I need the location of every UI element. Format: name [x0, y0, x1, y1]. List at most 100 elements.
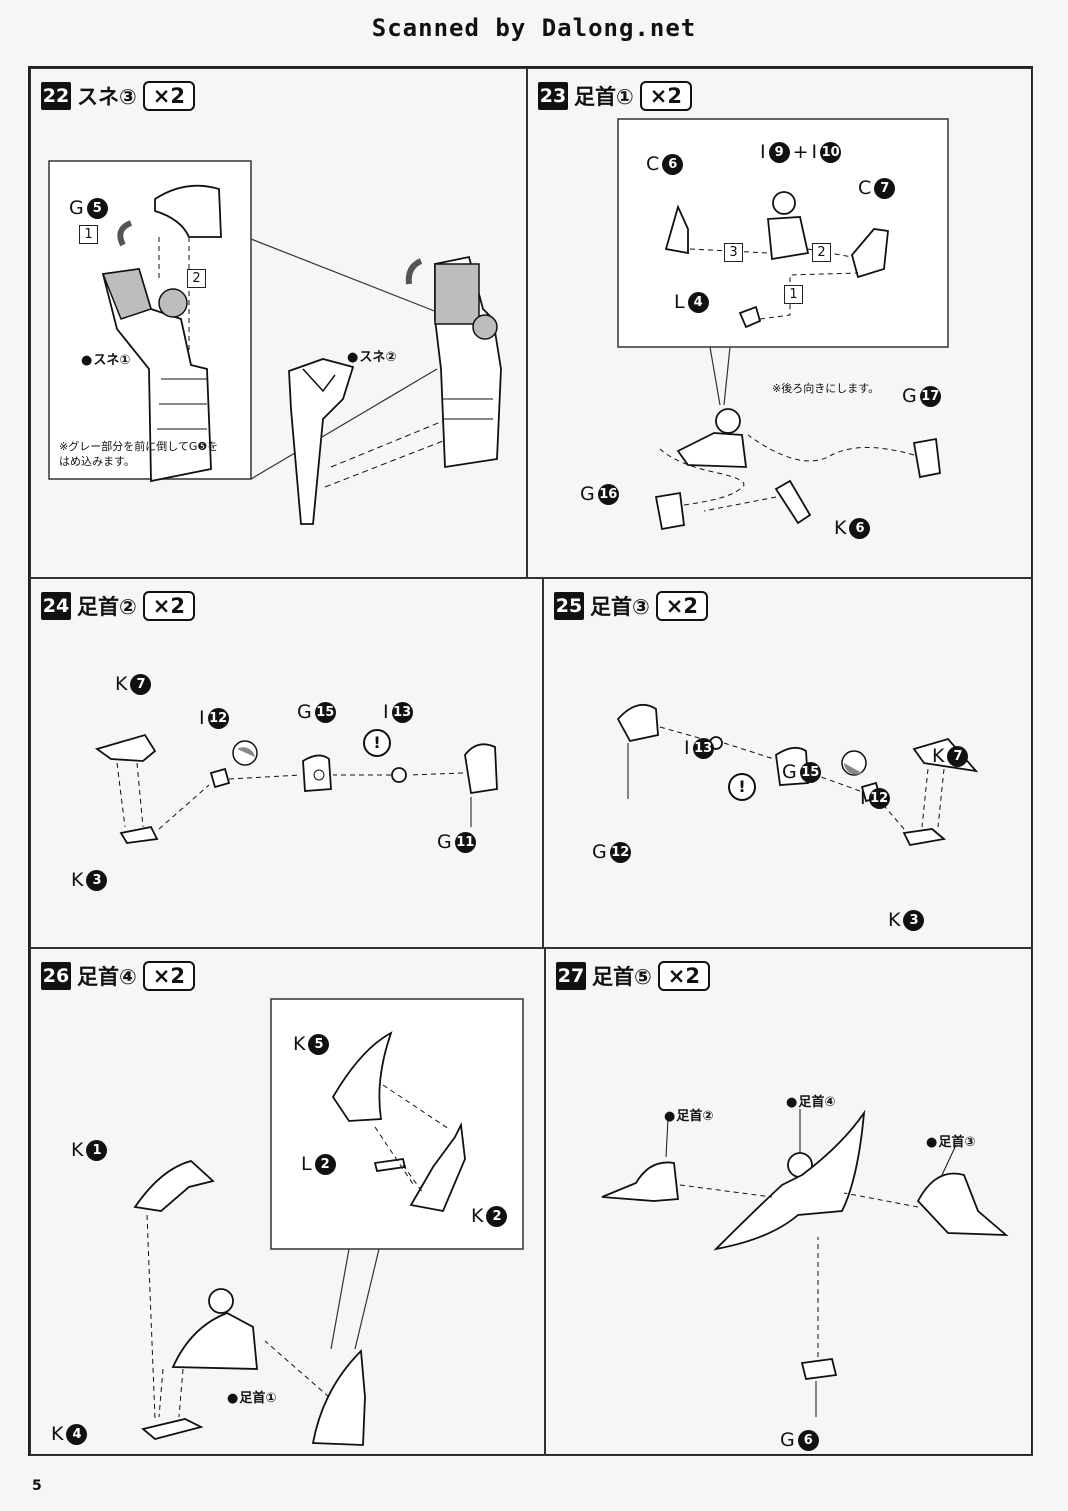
order-marker: 2 [812, 243, 831, 262]
quantity-badge: ×2 [655, 591, 708, 621]
step-header: 26 足首④ ×2 [41, 961, 195, 991]
part-i9-i10 [767, 216, 810, 261]
part-i13 [391, 767, 407, 783]
step-22-illustration [48, 160, 502, 525]
step-26-panel: 26 足首④ ×2 [30, 948, 545, 1456]
part-name-sune2: スネ② [347, 346, 396, 365]
part-l4 [738, 305, 762, 329]
part-claw [311, 1348, 366, 1446]
part-g16 [654, 491, 685, 531]
order-marker: 1 [79, 225, 98, 244]
part-g17 [912, 437, 941, 479]
part-i12 [209, 767, 231, 789]
step-header: 24 足首② ×2 [41, 591, 195, 621]
part-name-sune1: スネ① [81, 349, 130, 368]
step-title: 足首③ [590, 595, 650, 619]
step-23-panel: 23 足首① ×2 [527, 68, 1033, 578]
part-k3 [902, 828, 947, 847]
part-g6 [800, 1358, 838, 1380]
part-k3 [119, 825, 159, 844]
part-sune2 [288, 358, 355, 525]
instruction-sheet: 2 2 スネ③ ×2 [28, 66, 1033, 1456]
step-title: 足首② [77, 595, 137, 619]
step-27-illustration [601, 1109, 1009, 1417]
quantity-badge: ×2 [639, 81, 692, 111]
assembly-note: ※グレー部分を前に倒してG❺を はめ込みます。 [59, 440, 219, 468]
assembly-note: ※後ろ向きにします。 [772, 382, 880, 395]
step-number: 26 [41, 962, 71, 990]
step-title: 足首④ [77, 965, 137, 989]
part-g11 [464, 743, 498, 795]
part-g12 [616, 703, 659, 743]
part-ashikubi1 [171, 1312, 258, 1370]
part-k5 [331, 1031, 393, 1122]
part-c6 [664, 204, 689, 255]
part-ashikubi4 [713, 1109, 866, 1251]
caution-icon: ! [363, 729, 391, 757]
part-g5 [154, 184, 222, 238]
part-k7 [94, 733, 157, 762]
step-number: 25 [554, 592, 584, 620]
part-name-ashikubi3: 足首③ [926, 1131, 975, 1150]
part-k4 [141, 1418, 204, 1440]
part-ashikubi3 [916, 1172, 1009, 1236]
step-title: 足首⑤ [592, 965, 652, 989]
step-number: 27 [556, 962, 586, 990]
step-header: 23 足首① ×2 [538, 81, 692, 111]
order-marker: 3 [724, 243, 743, 262]
caution-icon: ! [728, 773, 756, 801]
quantity-badge: ×2 [657, 961, 710, 991]
order-marker: 2 [187, 269, 206, 288]
step-header: 22 スネ③ ×2 [41, 81, 195, 111]
part-k6 [774, 479, 812, 525]
quantity-badge: ×2 [142, 591, 195, 621]
scanner-watermark: Scanned by Dalong.net [371, 14, 697, 42]
step-number: 24 [41, 592, 71, 620]
step-22-panel: 22 スネ③ ×2 [30, 68, 527, 578]
part-k1 [133, 1160, 215, 1212]
step-title: スネ③ [77, 85, 137, 109]
part-label-g5: G 5 [69, 197, 108, 219]
step-header: 25 足首③ ×2 [554, 591, 708, 621]
step-27-panel: 27 足首⑤ ×2 足首② 足首④ 足首③ G6 [545, 948, 1033, 1456]
step-24-illustration [94, 733, 498, 844]
step-number: 23 [538, 82, 568, 110]
part-ashikubi2 [601, 1161, 679, 1202]
step-header: 27 足首⑤ ×2 [556, 961, 710, 991]
part-name-ashikubi1: 足首① [227, 1387, 276, 1406]
quantity-badge: ×2 [142, 961, 195, 991]
order-marker: 1 [784, 285, 803, 304]
part-g15 [302, 754, 332, 792]
part-name-ashikubi2: 足首② [664, 1105, 713, 1124]
part-k2 [409, 1121, 466, 1213]
part-ashikubi-assembly [676, 432, 748, 468]
part-name-ashikubi4: 足首④ [786, 1091, 835, 1110]
